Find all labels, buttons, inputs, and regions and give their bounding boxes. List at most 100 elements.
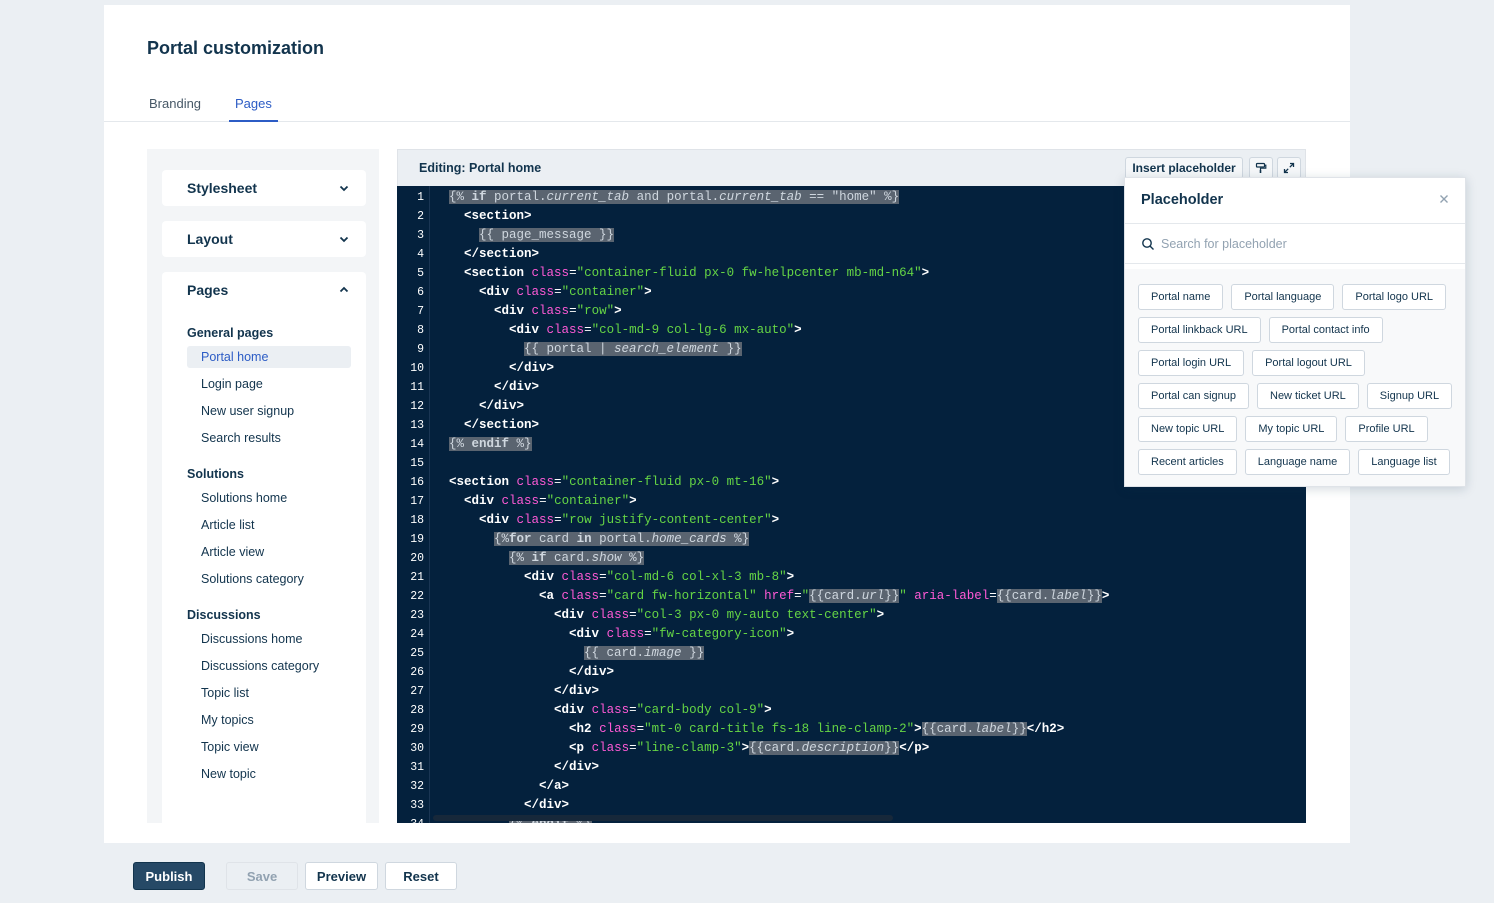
nav-group-title: Discussions	[187, 608, 261, 622]
sidebar-item-search-results[interactable]: Search results	[201, 431, 281, 445]
sidebar-item-discussions-home[interactable]: Discussions home	[201, 632, 303, 646]
line-number: 28	[410, 704, 424, 717]
placeholder-chip-profile-url[interactable]: Profile URL	[1345, 416, 1428, 442]
line-number: 3	[417, 229, 424, 242]
sidebar-item-my-topics[interactable]: My topics	[201, 713, 254, 727]
publish-button[interactable]: Publish	[133, 862, 205, 890]
reset-button[interactable]: Reset	[385, 862, 457, 890]
line-number: 9	[417, 343, 424, 356]
sidebar-item-topic-view[interactable]: Topic view	[201, 740, 259, 754]
line-number: 12	[410, 400, 424, 413]
accordion-label: Pages	[187, 282, 229, 298]
sidebar-item-topic-list[interactable]: Topic list	[201, 686, 249, 700]
placeholder-panel-title: Placeholder	[1141, 192, 1224, 208]
placeholder-chip-portal-linkback-url[interactable]: Portal linkback URL	[1138, 317, 1261, 343]
sidebar-item-discussions-category[interactable]: Discussions category	[201, 659, 320, 673]
placeholder-chip-portal-name[interactable]: Portal name	[1138, 284, 1224, 310]
sidebar-item-article-view[interactable]: Article view	[201, 545, 265, 559]
line-number: 31	[410, 761, 424, 774]
line-number: 6	[417, 286, 424, 299]
accordion-layout: Layout	[162, 221, 366, 257]
code-line: {% endif %}	[449, 437, 532, 451]
line-number: 7	[417, 305, 424, 318]
save-button[interactable]: Save	[226, 862, 298, 890]
code-line: </div>	[509, 361, 555, 375]
placeholder-chip-portal-login-url[interactable]: Portal login URL	[1138, 350, 1245, 376]
code-line: <div class="row">	[494, 304, 622, 318]
accordion-label: Stylesheet	[187, 180, 258, 196]
line-number: 16	[410, 476, 424, 489]
page-title: Portal customization	[147, 38, 325, 58]
sidebar-item-solutions-home[interactable]: Solutions home	[201, 491, 288, 505]
placeholder-chip-portal-can-signup[interactable]: Portal can signup	[1138, 383, 1249, 409]
code-line: <div class="col-md-9 col-lg-6 mx-auto">	[509, 323, 802, 337]
tab-bar: Branding Pages	[104, 88, 1350, 122]
preview-button[interactable]: Preview	[305, 862, 378, 890]
format-button[interactable]	[1249, 157, 1273, 179]
accordion-pages-header[interactable]: Pages	[162, 272, 366, 308]
placeholder-chip-recent-articles[interactable]: Recent articles	[1138, 449, 1237, 475]
accordion-layout-header[interactable]: Layout	[162, 221, 366, 257]
placeholder-chip-language-name[interactable]: Language name	[1244, 449, 1351, 475]
placeholder-chip-portal-contact-info[interactable]: Portal contact info	[1268, 317, 1383, 343]
placeholder-chip-new-topic-url[interactable]: New topic URL	[1138, 416, 1238, 442]
line-number: 11	[410, 381, 424, 394]
insert-placeholder-button[interactable]: Insert placeholder	[1125, 157, 1243, 179]
tab-pages[interactable]: Pages	[229, 96, 278, 122]
code-line: </div>	[554, 684, 600, 698]
sidebar-item-portal-home[interactable]: Portal home	[187, 346, 351, 368]
code-lines: {% if portal.current_tab and portal.curr…	[449, 188, 1109, 823]
line-number: 22	[410, 590, 424, 603]
placeholder-chips: Portal name Portal language Portal logo UR…	[1138, 284, 1458, 475]
line-number: 15	[410, 457, 424, 470]
line-number: 24	[410, 628, 424, 641]
line-number: 2	[417, 210, 424, 223]
code-line: <div class="card-body col-9">	[554, 703, 772, 717]
line-number: 18	[410, 514, 424, 527]
line-number: 4	[417, 248, 424, 261]
code-line: <section class="container-fluid px-0 fw-…	[464, 266, 930, 280]
line-number: 21	[410, 571, 424, 584]
expand-icon	[1283, 162, 1295, 174]
code-line: </a>	[539, 779, 570, 793]
close-icon[interactable]	[1437, 192, 1451, 206]
placeholder-list: Portal name Portal language Portal logo UR…	[1125, 269, 1465, 486]
line-number: 5	[417, 267, 424, 280]
sidebar-item-login-page[interactable]: Login page	[201, 377, 263, 391]
sidebar-item-new-user-signup[interactable]: New user signup	[201, 404, 295, 418]
editor-title: Editing: Portal home	[419, 161, 542, 175]
horizontal-scrollbar[interactable]	[433, 815, 893, 821]
placeholder-chip-language-list[interactable]: Language list	[1358, 449, 1450, 475]
placeholder-search	[1125, 223, 1465, 264]
placeholder-search-input[interactable]	[1161, 234, 1451, 254]
line-number: 26	[410, 666, 424, 679]
line-number: 1	[417, 191, 424, 204]
placeholder-chip-my-topic-url[interactable]: My topic URL	[1245, 416, 1338, 442]
code-line: {{ card.image }}	[584, 646, 705, 660]
sidebar-item-solutions-category[interactable]: Solutions category	[201, 572, 304, 586]
sidebar-item-article-list[interactable]: Article list	[201, 518, 255, 532]
code-line: <div class="row justify-content-center">	[479, 513, 780, 527]
placeholder-chip-portal-logo-url[interactable]: Portal logo URL	[1342, 284, 1447, 310]
placeholder-chip-portal-language[interactable]: Portal language	[1231, 284, 1335, 310]
code-line	[449, 454, 1109, 473]
code-line: </section>	[464, 247, 540, 261]
code-line: <div class="col-3 px-0 my-auto text-cent…	[554, 608, 885, 622]
line-number: 33	[410, 799, 424, 812]
accordion-stylesheet-header[interactable]: Stylesheet	[162, 170, 366, 206]
code-line: {%for card in portal.home_cards %}	[494, 532, 750, 546]
tab-branding[interactable]: Branding	[149, 96, 202, 111]
code-line: </div>	[479, 399, 525, 413]
code-line: <p class="line-clamp-3">{{card.descripti…	[569, 741, 930, 755]
nav-group-title: Solutions	[187, 467, 244, 481]
placeholder-chip-portal-logout-url[interactable]: Portal logout URL	[1252, 350, 1365, 376]
placeholder-chip-signup-url[interactable]: Signup URL	[1366, 383, 1453, 409]
expand-button[interactable]	[1277, 157, 1301, 179]
sidebar-item-new-topic[interactable]: New topic	[201, 767, 256, 781]
placeholder-chip-new-ticket-url[interactable]: New ticket URL	[1257, 383, 1359, 409]
line-number: 34	[397, 815, 429, 823]
